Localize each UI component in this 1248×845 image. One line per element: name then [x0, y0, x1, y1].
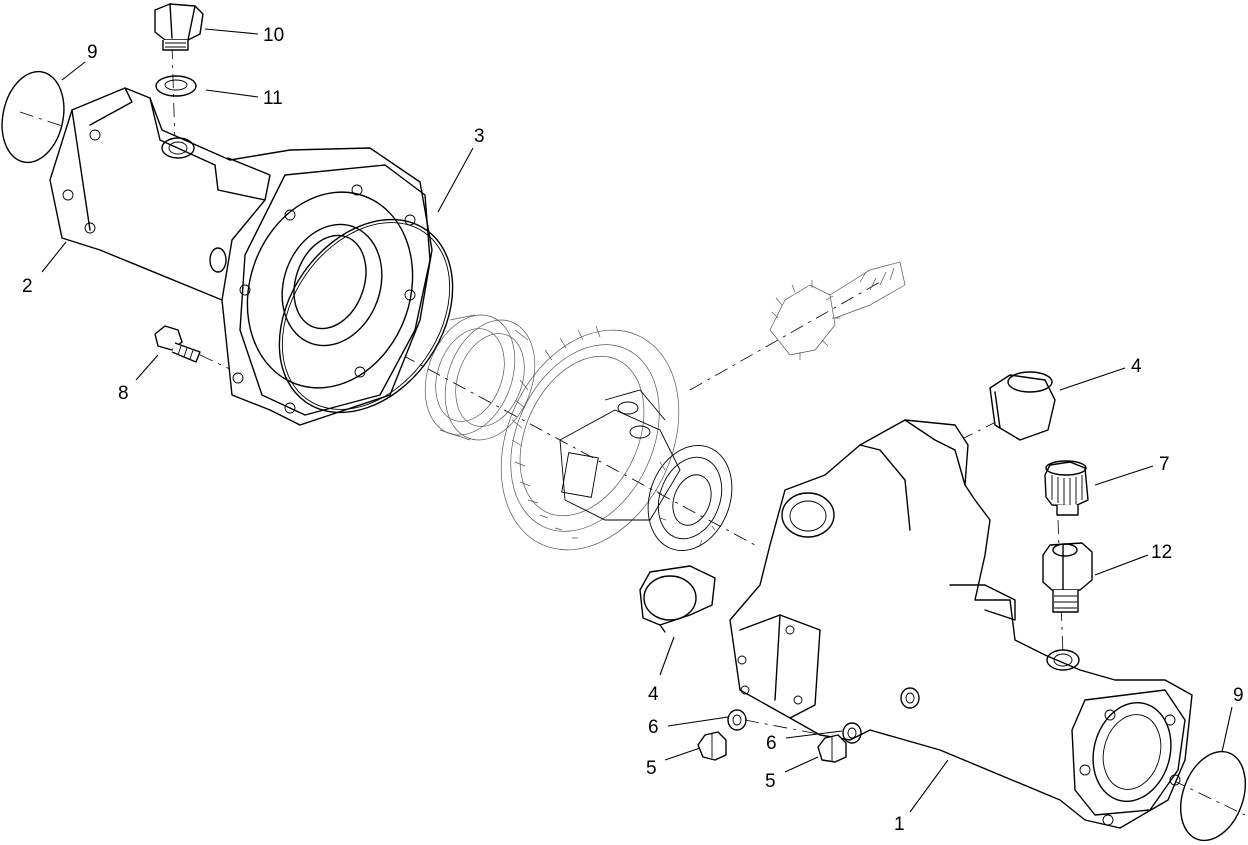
callout-9-right: 9 [1233, 685, 1244, 706]
right-axle-housing [729, 419, 1193, 829]
washer-right [842, 722, 862, 744]
callout-10: 10 [263, 25, 284, 46]
bushing-lower [639, 565, 716, 633]
callout-labels: 10 11 9 3 2 8 4 7 12 4 6 6 5 5 9 1 [22, 25, 1244, 835]
callout-1: 1 [894, 814, 905, 835]
callout-2: 2 [22, 276, 33, 297]
sealing-washer [155, 75, 197, 97]
breather-bolt [154, 325, 201, 363]
callout-5-right: 5 [765, 771, 776, 792]
ring-gear-differential [500, 325, 733, 552]
callout-6-left: 6 [648, 717, 659, 738]
callout-11: 11 [263, 88, 283, 109]
left-axle-housing [49, 87, 433, 426]
callout-12: 12 [1151, 542, 1172, 563]
bushing-upper [989, 371, 1056, 441]
drain-plug-left [697, 731, 727, 761]
callout-4-upper: 4 [1131, 356, 1142, 377]
fill-plug [154, 3, 204, 51]
callout-4-lower: 4 [648, 684, 659, 705]
washer-left [727, 709, 747, 731]
pinion-shaft [769, 261, 906, 360]
callout-5-left: 5 [646, 758, 657, 779]
gasket-ring [278, 218, 454, 414]
callout-7: 7 [1159, 454, 1170, 475]
leader-lines [41, 28, 1233, 813]
callout-8: 8 [118, 383, 129, 404]
adapter-fitting [1042, 542, 1093, 613]
o-ring-left [1, 70, 65, 164]
callout-9-left: 9 [87, 42, 98, 63]
drain-plug-right [817, 734, 847, 763]
breather-cap [1044, 460, 1089, 516]
o-ring-right [1180, 750, 1246, 842]
bearing-set [424, 314, 536, 441]
callout-6-right: 6 [766, 733, 777, 754]
callout-3: 3 [474, 126, 485, 147]
